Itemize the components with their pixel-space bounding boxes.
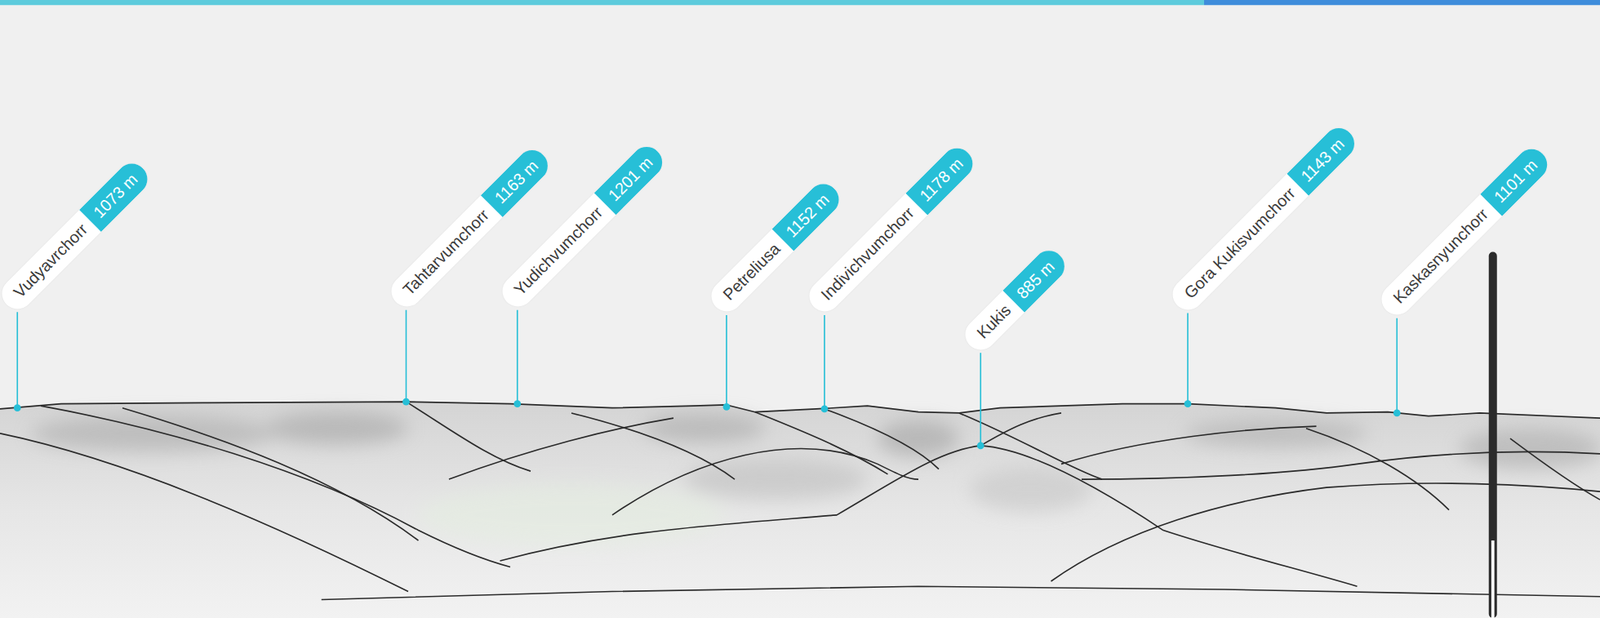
peak-tag: Vudyavrchorr1073 m	[0, 156, 155, 316]
peak-name: Yudichvumchorr	[495, 192, 616, 313]
peak-name: Kaskasnyunchorr	[1375, 194, 1503, 321]
scroll-bar	[1488, 252, 1498, 618]
peak-elevation: 1152 m	[772, 177, 846, 252]
scroll-thumb	[1491, 540, 1495, 618]
peak-elevation: 1073 m	[79, 156, 154, 232]
peak-tag: Gora Kukisvumchorr1143 m	[1166, 121, 1361, 316]
peak-name: Tahtarvumchorr	[384, 195, 503, 313]
peak-elevation: 1178 m	[906, 142, 980, 216]
top-bar	[0, 0, 1205, 5]
ridge-lines	[0, 401, 1600, 600]
peak-tag: Kukis885 m	[959, 244, 1072, 356]
peak-elevation: 1143 m	[1287, 121, 1361, 196]
peak-name: Petreliusa	[705, 229, 795, 319]
summit-dots	[13, 398, 1401, 449]
peak-elevation: 1201 m	[594, 140, 669, 215]
land	[0, 401, 1600, 618]
peak-elevation: 1163 m	[480, 143, 554, 218]
leader-lines	[17, 310, 1397, 446]
peak-elevation: 1101 m	[1480, 142, 1554, 217]
peak-name: Vudyavrchorr	[0, 208, 102, 316]
peak-tag: Indivichvumchorr1178 m	[803, 142, 980, 319]
peak-tag: Kaskasnyunchorr1101 m	[1375, 142, 1554, 321]
top-bar	[1204, 0, 1600, 5]
peak-name: Gora Kukisvumchorr	[1166, 173, 1310, 316]
terrain-shading	[31, 412, 1600, 547]
